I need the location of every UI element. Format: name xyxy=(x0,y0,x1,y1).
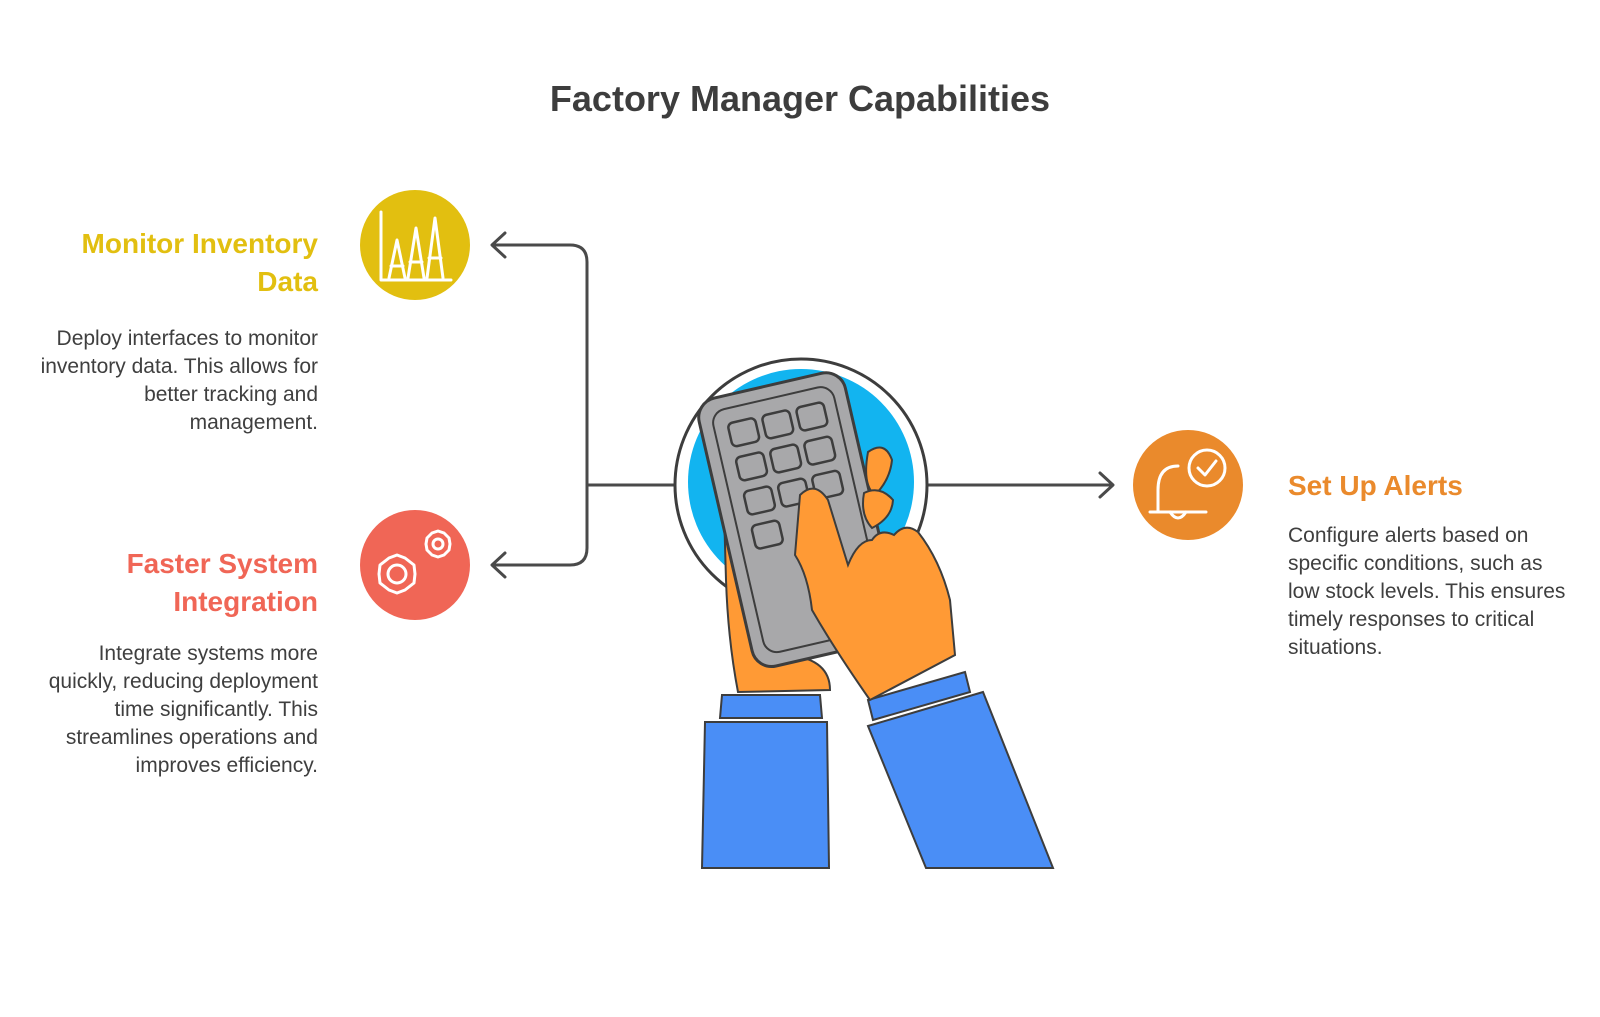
faster-integration-description: Integrate systems more quickly, reducing… xyxy=(48,642,318,777)
arrowhead-monitor xyxy=(490,231,507,259)
set-up-alerts-description: Configure alerts based on specific condi… xyxy=(1288,524,1566,659)
faster-integration-heading-line-2: Integration xyxy=(173,586,318,617)
set-up-alerts-heading: Set Up Alerts xyxy=(1288,467,1578,505)
bell-check-icon xyxy=(1133,430,1243,540)
connector-to-faster xyxy=(491,478,589,567)
monitor-inventory-heading-line-2: Data xyxy=(257,266,318,297)
hands-keypad-icon xyxy=(673,357,1055,869)
connector-lines xyxy=(490,231,1115,579)
connector-to-monitor xyxy=(491,243,680,487)
set-up-alerts-heading-line-1: Set Up Alerts xyxy=(1288,470,1463,501)
gears-icon xyxy=(360,510,470,620)
faster-integration-heading-line-1: Faster System xyxy=(126,548,318,579)
page-title: Factory Manager Capabilities xyxy=(549,78,1051,119)
monitor-inventory-description: Deploy interfaces to monitor inventory d… xyxy=(40,327,318,434)
bar-chart-icon xyxy=(360,190,470,300)
arrowhead-alerts xyxy=(1098,471,1115,499)
faster-integration-heading: Faster System Integration xyxy=(40,545,318,621)
monitor-inventory-heading: Monitor Inventory Data xyxy=(40,225,318,301)
monitor-inventory-heading-line-1: Monitor Inventory xyxy=(81,228,318,259)
arrowhead-faster xyxy=(490,551,507,579)
